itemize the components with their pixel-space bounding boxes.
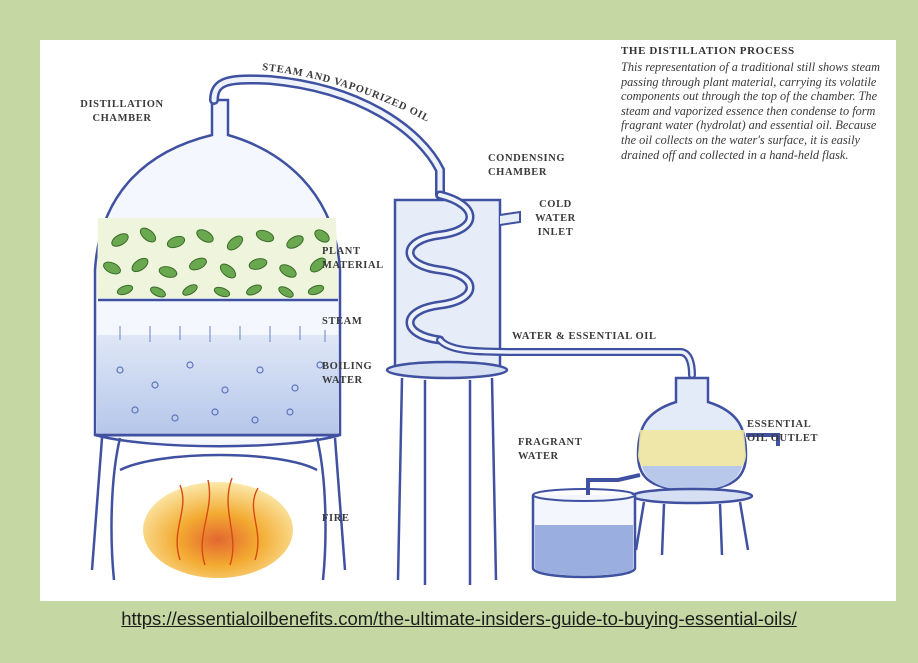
description-title: THE DISTILLATION PROCESS [621,45,795,57]
fire [143,478,293,578]
condensing-chamber [387,195,520,585]
diagram-frame: STEAM AND VAPOURIZED OIL DISTILLATION CH… [40,40,896,601]
label-essential-oil-outlet: ESSENTIAL OIL OUTLET [747,418,818,446]
label-boiling-water: BOILING WATER [322,360,372,388]
label-cold-water-inlet: COLD WATER INLET [528,198,583,240]
label-distillation-chamber: DISTILLATION CHAMBER [67,98,177,126]
label-plant-material: PLANT MATERIAL [322,245,384,273]
boiling-water [97,326,338,433]
label-water-essential-oil: WATER & ESSENTIAL OIL [512,330,657,344]
fragrant-water-beaker [533,489,635,577]
label-steam: STEAM [322,315,362,329]
source-link[interactable]: https://essentialoilbenefits.com/the-ult… [0,608,918,630]
plant-material [97,218,338,299]
label-fragrant-water: FRAGRANT WATER [518,436,582,464]
label-fire: FIRE [322,512,350,526]
label-condensing-chamber: CONDENSING CHAMBER [488,152,565,180]
description-body: This representation of a traditional sti… [621,60,891,162]
